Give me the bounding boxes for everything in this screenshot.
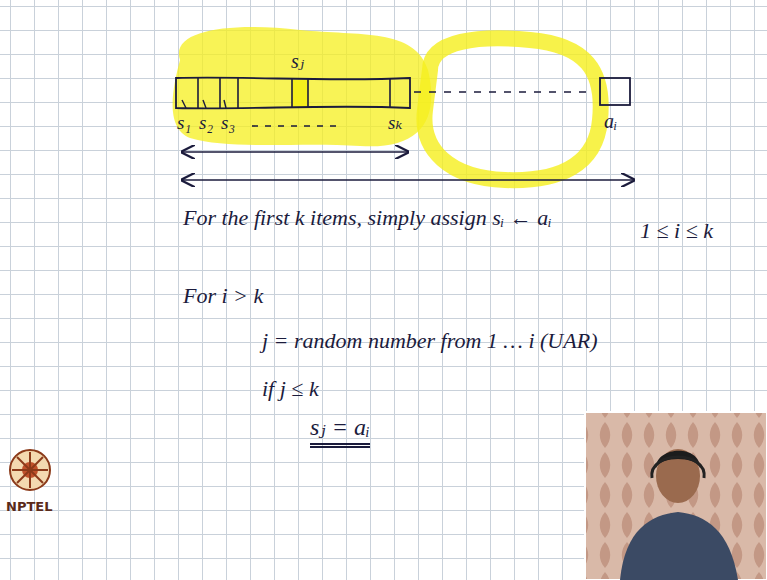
note-text: if j ≤ k [262, 376, 319, 401]
cell-label: sₖ [388, 112, 402, 134]
note-text: For i > k [183, 283, 263, 308]
logo-text: NPTEL [6, 500, 52, 515]
note-text: For the first k items, simply assign sᵢ … [183, 205, 552, 230]
stream-dashes [414, 91, 594, 93]
cell-label: s₁ [177, 112, 191, 134]
note-text: 1 ≤ i ≤ k [640, 218, 713, 243]
ellipsis-dashes [252, 125, 340, 127]
pointer-ticks [182, 100, 226, 108]
cell-label: s₂ [199, 112, 213, 134]
highlight [173, 27, 432, 146]
highlight [292, 80, 308, 108]
video-inset [585, 412, 767, 580]
array-cells [198, 78, 390, 108]
cell-label: sⱼ [291, 50, 304, 73]
item-label: aᵢ [604, 110, 617, 133]
note-text: j = random number from 1 … i (UAR) [262, 328, 597, 353]
array-outline [176, 78, 410, 109]
cell-label: s₃ [221, 112, 235, 134]
range-arrow [182, 151, 408, 153]
item-box [600, 78, 630, 105]
result-text: sⱼ = aᵢ [310, 414, 370, 448]
nptel-logo [10, 450, 50, 490]
highlight [424, 38, 600, 180]
range-arrow [182, 179, 634, 181]
